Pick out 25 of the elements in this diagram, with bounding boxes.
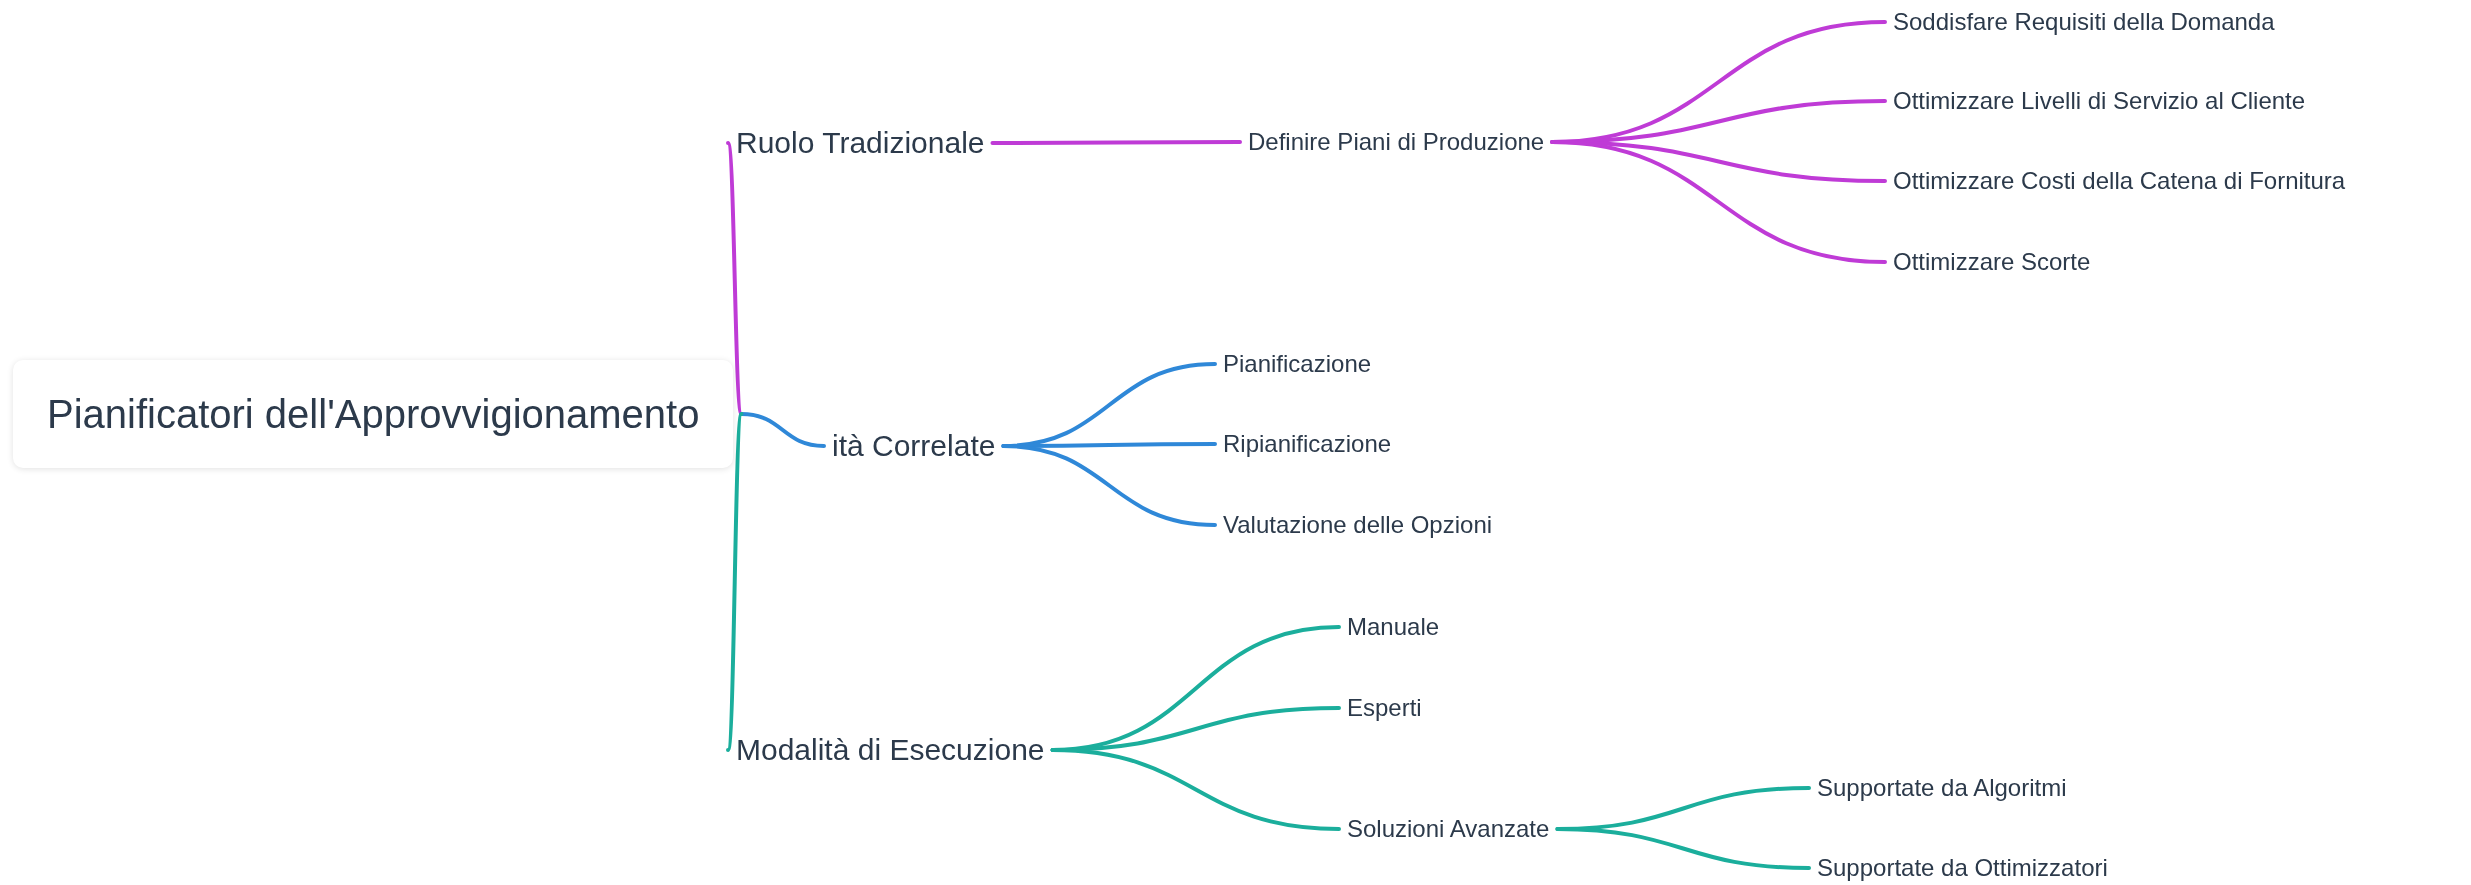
connector-line xyxy=(726,412,744,752)
topic-label: Ruolo Tradizionale xyxy=(736,126,985,159)
topic-label: ità Correlate xyxy=(832,429,996,462)
topic-label: Supportate da Algoritmi xyxy=(1817,773,2067,801)
topic-label: Modalità di Esecuzione xyxy=(736,733,1045,766)
root-card xyxy=(13,360,734,468)
topic-label: Definire Piani di Produzione xyxy=(1248,127,1545,155)
topic-label: Ottimizzare Scorte xyxy=(1893,247,2091,275)
topic-label: Manuale xyxy=(1347,612,1440,640)
topic-label: Ripianificazione xyxy=(1223,429,1392,457)
topic-label: Valutazione delle Opzioni xyxy=(1223,510,1493,538)
topic-label: Esperti xyxy=(1347,693,1422,721)
connector-line xyxy=(1555,827,1811,870)
connector-line xyxy=(1001,444,1217,527)
topic-label: Ottimizzare Costi della Catena di Fornitura xyxy=(1893,166,2346,194)
root-title: Pianificatori dell'Approvvigionamento xyxy=(47,392,700,436)
connector-line xyxy=(726,141,744,416)
connector-line xyxy=(1050,748,1341,831)
topic-label: Supportate da Ottimizzatori xyxy=(1817,853,2108,881)
connector-line xyxy=(1550,140,1887,264)
topic-label: Pianificazione xyxy=(1223,349,1372,377)
topic-label: Soddisfare Requisiti della Domanda xyxy=(1893,7,2275,35)
topic-label: Soluzioni Avanzate xyxy=(1347,814,1550,842)
connector-line xyxy=(990,140,1242,145)
topic-label: Ottimizzare Livelli di Servizio al Cliente xyxy=(1893,86,2306,114)
